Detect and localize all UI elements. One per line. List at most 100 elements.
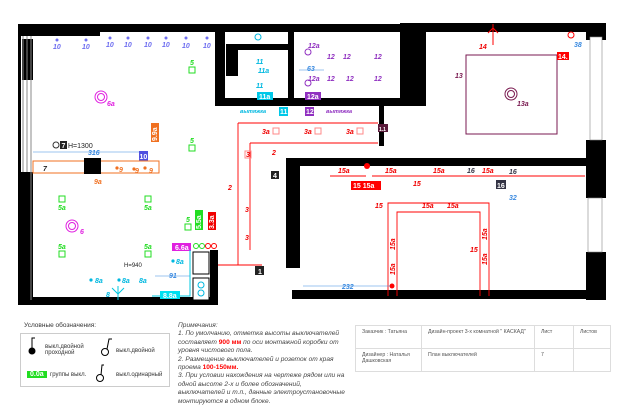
socket-label: 5а [58, 205, 66, 212]
group-badge: 12 [306, 109, 314, 116]
height-label: H=1300 [68, 143, 93, 150]
group-badge: 14. [558, 54, 568, 61]
socket-label: 5 [190, 60, 194, 67]
legend: выкл.двойной проходной выкл.двойной 0.0а… [20, 333, 170, 387]
sheet-number: 7 [534, 348, 574, 372]
note-text: 2. Размещение выключателей и розеток от … [178, 355, 334, 372]
light-label: 15а [482, 228, 489, 240]
group-badge: 12а [307, 94, 319, 101]
socket-label: 5 [190, 138, 194, 145]
light-label: 16 [467, 168, 475, 175]
group-badge: 1.1 [379, 127, 386, 133]
sheets-count [573, 348, 611, 372]
light-label: 8а [122, 278, 130, 285]
legend-title: Условные обозначения: [24, 322, 97, 329]
legend-group-badge: 0.0а [27, 371, 47, 378]
light-label: 10 [53, 44, 61, 51]
dimension-label: 91 [169, 273, 177, 280]
legend-single: выкл.одинарный [116, 372, 163, 378]
notes-title: Примечания: [178, 322, 218, 329]
light-label: 16 [509, 169, 517, 176]
light-label: 10 [182, 43, 190, 50]
notes: Примечания: 1. По умолчанию, отметка выс… [178, 322, 348, 406]
light-label: 9 [149, 168, 153, 175]
light-label: 9 [119, 167, 123, 174]
light-label: 15а [482, 168, 494, 175]
light-label: 8а [139, 278, 147, 285]
dimension-label: 38 [574, 42, 582, 49]
light-label: 3а [262, 129, 270, 136]
light-label: 11 [256, 59, 263, 66]
room-15: 232 15а 15а 15а 15а 15 15а 15 16 16 16 32 15… [303, 163, 585, 296]
fixture-label: 13а [517, 101, 529, 108]
light-label: 10 [106, 42, 114, 49]
light-label: 2 [271, 150, 276, 157]
light-label: 11 [256, 83, 263, 90]
note-3: 3. При условии нахождения на чертеже ряд… [178, 372, 345, 405]
light-label: 3а [346, 129, 354, 136]
group-badge: 15 15а [353, 183, 375, 190]
light-label: 8а [95, 278, 103, 285]
sheets-label: Листов [573, 325, 611, 349]
switch-symbols-icon [28, 337, 112, 382]
light-label: 15а [390, 263, 397, 275]
note-text: 1. По умолчанию, отметка высоты выключат… [178, 330, 340, 346]
fixture-label: 6а [107, 101, 115, 108]
group-badge: 11а [259, 94, 270, 101]
light-label: 12а [308, 43, 320, 50]
light-label: 12а [308, 76, 320, 83]
group-badge: 9.9а [152, 127, 159, 141]
group-badge: 16 [497, 183, 505, 190]
light-label: 12 [327, 76, 335, 83]
dimension-label: 232 [341, 284, 354, 291]
light-label: 3 [246, 152, 250, 159]
group-badge: 3.3а [209, 215, 216, 229]
dimension-label: 316 [88, 150, 100, 157]
group-badge: 10 [140, 154, 148, 161]
dimension-label: 63 [307, 66, 315, 73]
light-label: 15а [433, 168, 445, 175]
light-label: 3 [245, 235, 249, 242]
project: Дизайн-проект 3-х комнатной " КАСКАД" [421, 325, 535, 349]
light-label: 9а [94, 179, 102, 186]
light-label: 15а [385, 168, 397, 175]
exhaust-label: вытяжка [326, 109, 352, 115]
light-label: 10 [124, 42, 132, 49]
fixture-label: 6 [80, 229, 84, 236]
light-label: 10 [203, 43, 211, 50]
group-badge: 7 [62, 143, 66, 150]
socket-label: 5 [186, 217, 190, 224]
height-label: H=940 [124, 263, 143, 269]
light-label: 10 [162, 42, 170, 49]
legend-groups: группы выкл. [50, 372, 87, 378]
socket-label: 5а [144, 244, 152, 251]
note-text: по оси монтажной коробки от уровня чисто… [178, 338, 339, 355]
legend-double: выкл.двойной [116, 348, 155, 354]
light-label: 3 [245, 207, 249, 214]
group-badge: 6.6а [175, 245, 189, 252]
light-label: 15 [413, 181, 421, 188]
light-label: 8а [176, 259, 184, 266]
designer: Дизайнер : Наталья Дашковская [355, 348, 422, 372]
note-highlight: 100-150мм. [202, 364, 239, 372]
light-label: 15а [422, 203, 434, 210]
dimension-label: 32 [509, 195, 517, 202]
drawing-name: План выключателей [421, 348, 535, 372]
light-label: 8 [106, 292, 110, 299]
light-label: 9 [135, 168, 139, 175]
light-label: 12 [346, 76, 354, 83]
note-2: 2. Размещение выключателей и розеток от … [178, 356, 348, 373]
light-label: 12 [327, 54, 335, 61]
group-badge: 11 [280, 109, 288, 116]
walls [18, 23, 606, 305]
note-1: 1. По умолчанию, отметка высоты выключат… [178, 330, 348, 355]
light-label: 10 [144, 42, 152, 49]
sheet-label: Лист [534, 325, 574, 349]
light-label: 11а [258, 68, 269, 75]
light-label: 10 [82, 44, 90, 51]
light-label: 14 [479, 44, 487, 51]
